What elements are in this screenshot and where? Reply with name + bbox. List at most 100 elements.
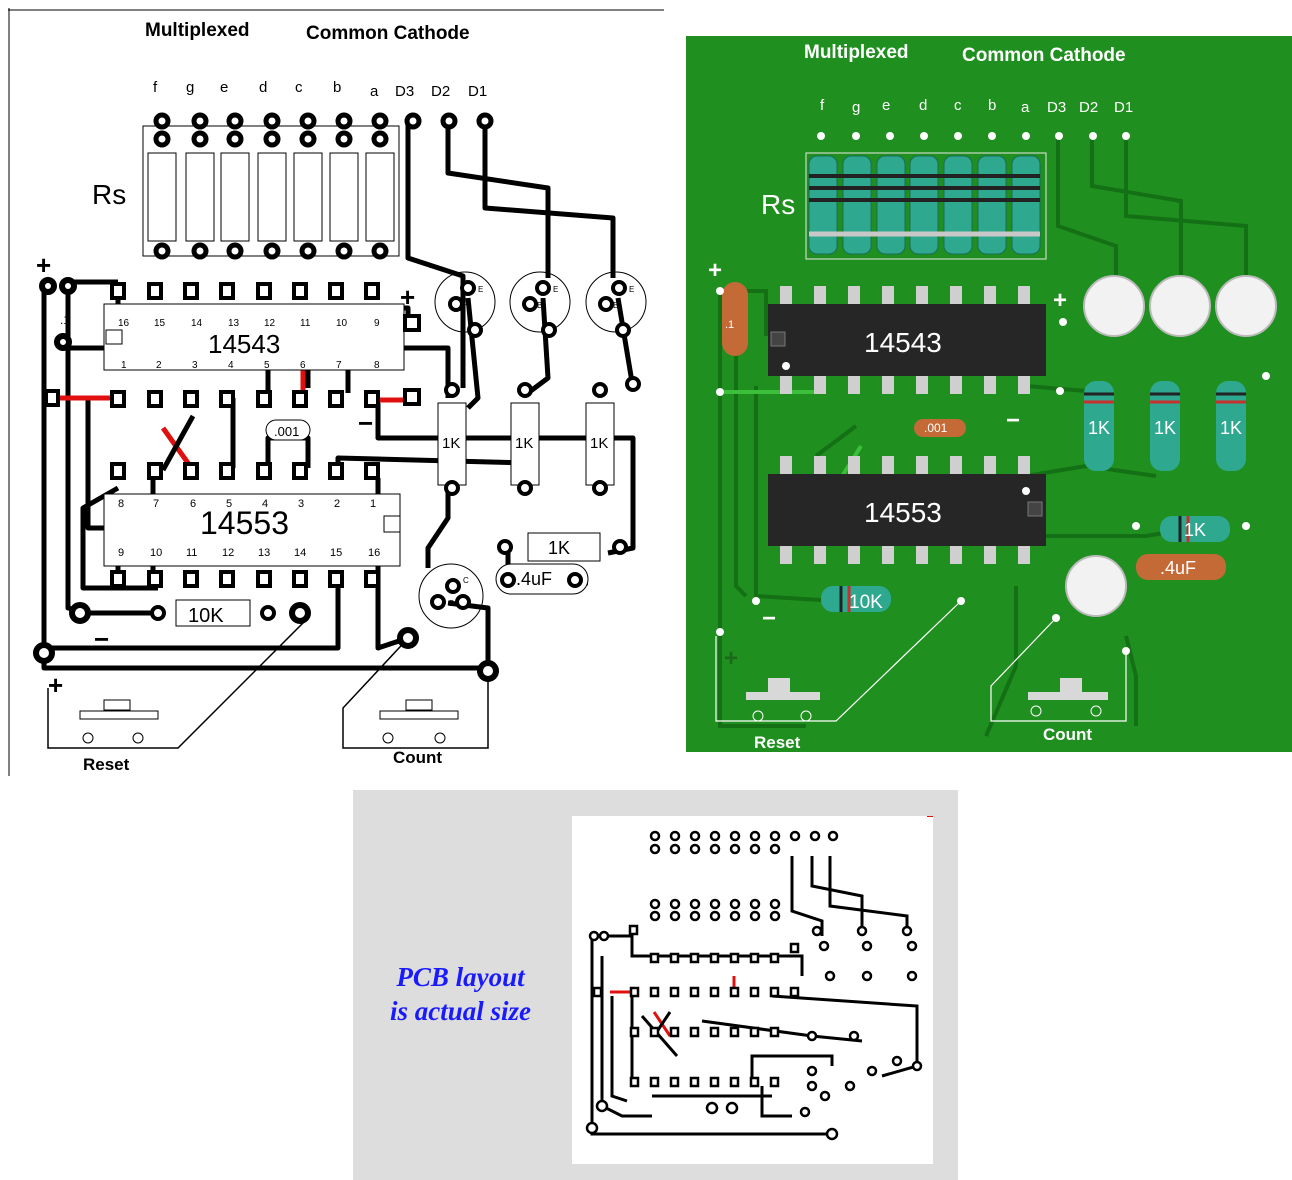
- resistors-1k: [437, 402, 615, 562]
- svg-text:1K: 1K: [1154, 418, 1176, 438]
- crossover-trace: [160, 414, 196, 472]
- svg-text:6: 6: [300, 360, 306, 371]
- svg-text:3: 3: [298, 498, 304, 510]
- svg-text:+: +: [708, 257, 722, 284]
- svg-text:6: 6: [190, 498, 196, 510]
- svg-text:D3: D3: [1047, 99, 1066, 116]
- green-capacitor-01: [722, 282, 748, 356]
- resistor-1k-pads: [444, 376, 641, 555]
- green-pads: [716, 287, 1270, 655]
- green-resistor-pack-label: Rs: [761, 189, 795, 220]
- svg-text:g: g: [852, 99, 860, 116]
- svg-text:7: 7: [336, 360, 342, 371]
- count-switch: [379, 699, 459, 744]
- svg-text:9: 9: [374, 318, 380, 329]
- svg-text:+: +: [48, 670, 63, 700]
- actual-size-pcb: [572, 815, 933, 1164]
- svg-text:d: d: [919, 97, 927, 114]
- green-resistor-10k-label: 10K: [849, 592, 883, 613]
- svg-text:10: 10: [336, 318, 348, 329]
- transistor-pads: [430, 280, 631, 610]
- svg-text:B: B: [449, 599, 454, 608]
- svg-text:5: 5: [264, 360, 270, 371]
- green-capacitor-4uf: [1136, 554, 1226, 580]
- green-ic-14543: [768, 286, 1046, 394]
- svg-text:7: 7: [153, 498, 159, 510]
- segment-label-c: c: [295, 79, 303, 96]
- svg-text:+: +: [36, 250, 51, 280]
- mini-ic-pads: [592, 924, 800, 1088]
- svg-text:−: −: [358, 408, 373, 438]
- segment-label-g: g: [186, 79, 194, 96]
- svg-text:1K: 1K: [442, 435, 460, 452]
- svg-text:D1: D1: [1114, 99, 1133, 116]
- svg-text:11: 11: [186, 547, 197, 559]
- svg-text:b: b: [988, 97, 996, 114]
- svg-text:4: 4: [228, 360, 234, 371]
- svg-text:E: E: [553, 285, 558, 294]
- caption-line-2: is actual size: [389, 996, 531, 1026]
- svg-text:1: 1: [121, 360, 127, 371]
- segment-label-row: f g e d c b a D3 D2 D1: [153, 79, 487, 100]
- power-pads: [33, 277, 499, 682]
- reset-switch: [79, 699, 159, 744]
- svg-text:15: 15: [330, 547, 342, 559]
- capacitor-4uf-label: .4uF: [516, 569, 552, 589]
- svg-text:a: a: [1021, 99, 1030, 116]
- svg-text:12: 12: [264, 318, 276, 329]
- green-count-switch: [1028, 678, 1108, 717]
- green-capacitor-001-label: .001: [924, 421, 948, 435]
- segment-label-e: e: [220, 79, 228, 96]
- ic-14543-body: [103, 303, 405, 371]
- svg-text:16: 16: [368, 547, 380, 559]
- green-polarity-signs: + + − − +: [708, 257, 1067, 672]
- svg-text:11: 11: [300, 318, 311, 329]
- svg-text:1K: 1K: [1088, 418, 1110, 438]
- green-resistor-pack-outline: [805, 152, 1047, 260]
- svg-text:1: 1: [370, 498, 376, 510]
- svg-text:8: 8: [374, 360, 380, 371]
- svg-text:+: +: [1053, 287, 1067, 314]
- green-ic-14553: [768, 456, 1046, 564]
- svg-text:f: f: [820, 97, 825, 114]
- svg-text:10: 10: [150, 547, 162, 559]
- svg-text:15: 15: [154, 318, 166, 329]
- digit-label-d2: D2: [431, 83, 450, 100]
- resistor-array: [147, 112, 494, 260]
- title-multiplexed: Multiplexed: [145, 20, 250, 41]
- svg-text:13: 13: [258, 547, 270, 559]
- ic-14553-body: [103, 493, 401, 567]
- svg-text:+: +: [724, 645, 738, 672]
- svg-text:−: −: [1006, 407, 1020, 434]
- ic-14553-notch: [383, 515, 401, 533]
- green-ic-14553-label: 14553: [864, 497, 942, 528]
- green-title-common-cathode: Common Cathode: [962, 45, 1126, 66]
- svg-text:D2: D2: [1079, 99, 1098, 116]
- segment-label-a: a: [370, 83, 379, 100]
- green-resistor-pack-pads: [817, 132, 1130, 140]
- mini-pads: [585, 830, 923, 1141]
- svg-text:1K: 1K: [548, 538, 570, 558]
- svg-text:14: 14: [191, 318, 203, 329]
- svg-text:−: −: [762, 605, 776, 632]
- count-label: Count: [393, 748, 442, 767]
- svg-text:−: −: [94, 624, 109, 654]
- actual-size-panel: PCB layout is actual size: [353, 790, 958, 1180]
- green-reset-switch: [746, 678, 820, 722]
- segment-label-b: b: [333, 79, 341, 96]
- ic-14543-label: 14543: [208, 329, 280, 359]
- switch-wires: [47, 617, 489, 749]
- actual-size-pcb-svg: [585, 815, 933, 1141]
- transistors: [418, 271, 647, 629]
- svg-text:1K: 1K: [1220, 418, 1242, 438]
- caption-line-1: PCB layout: [396, 962, 525, 992]
- title-common-cathode: Common Cathode: [306, 23, 470, 44]
- capacitor-4uf: [495, 563, 589, 595]
- ic-14553-label: 14553: [200, 505, 289, 541]
- pcb-component-diagram: Multiplexed Common Cathode f g e d c b a…: [8, 8, 666, 776]
